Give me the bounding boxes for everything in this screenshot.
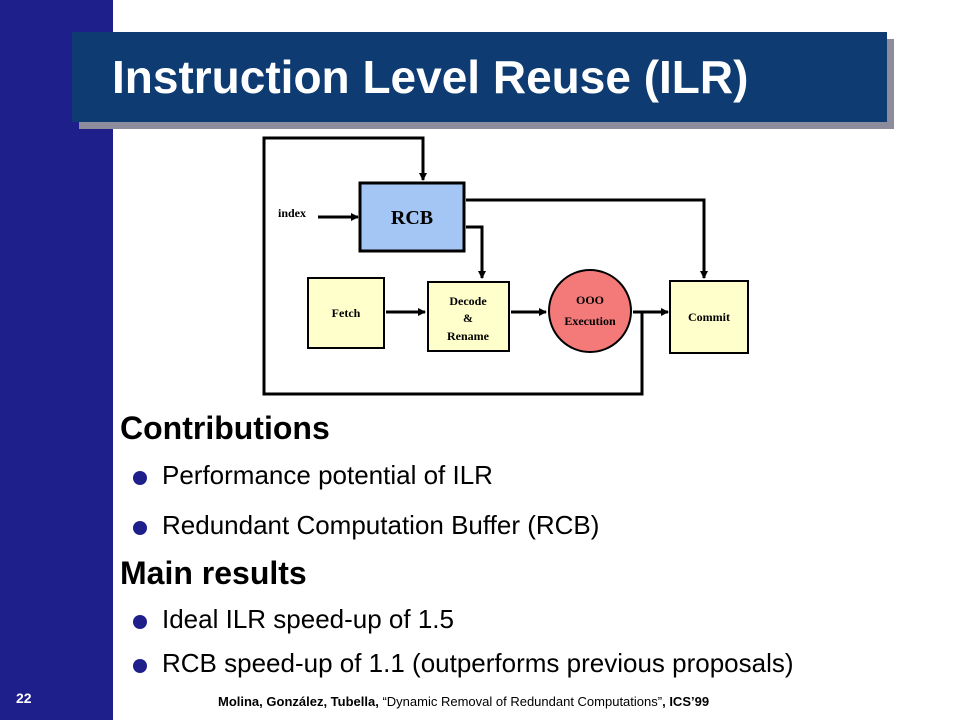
- decode-label-line2: &: [463, 311, 473, 325]
- heading-main-results: Main results: [120, 555, 307, 591]
- rcb-label: RCB: [391, 207, 433, 229]
- footer-venue: , ICS’99: [662, 694, 710, 709]
- slide-title: Instruction Level Reuse (ILR): [112, 51, 749, 103]
- fetch-box: [307, 277, 385, 349]
- contribution-item-2: Redundant Computation Buffer (RCB): [162, 510, 600, 540]
- bullet-dot: [133, 615, 147, 629]
- fetch-label: Fetch: [332, 306, 361, 320]
- contribution-item-1: Performance potential of ILR: [162, 460, 493, 490]
- feedback-loop-line: [262, 136, 644, 396]
- decode-rename-box: [427, 281, 510, 352]
- index-label: index: [278, 206, 306, 220]
- decode-label-line1: Decode: [449, 294, 487, 308]
- bullet-dot: [133, 659, 147, 673]
- ooo-label-line1: OOO: [576, 293, 604, 307]
- footer-citation: Molina, González, Tubella, “Dynamic Remo…: [218, 694, 709, 709]
- decode-label-line3: Rename: [447, 329, 490, 343]
- bullet-dot: [133, 521, 147, 535]
- commit-label: Commit: [688, 310, 730, 324]
- rcb-to-decode-arrow: [466, 225, 486, 279]
- result-item-1: Ideal ILR speed-up of 1.5: [162, 604, 454, 634]
- section-bullet-contributions: [88, 420, 106, 438]
- footer-paper-title: “Dynamic Removal of Redundant Computatio…: [382, 694, 663, 709]
- bullet-dot: [133, 471, 147, 485]
- ooo-execution-circle: [548, 269, 632, 353]
- slide-number: 22: [16, 690, 32, 706]
- ooo-label-line2: Execution: [564, 314, 616, 328]
- footer-authors: Molina, González, Tubella,: [218, 694, 383, 709]
- commit-box: [669, 280, 749, 354]
- heading-contributions: Contributions: [120, 410, 330, 446]
- rcb-box: [358, 181, 466, 253]
- rcb-to-commit-arrow: [466, 198, 708, 279]
- section-bullet-main-results: [88, 565, 106, 583]
- title-banner: Instruction Level Reuse (ILR): [72, 32, 887, 122]
- result-item-2: RCB speed-up of 1.1 (outperforms previou…: [162, 648, 794, 678]
